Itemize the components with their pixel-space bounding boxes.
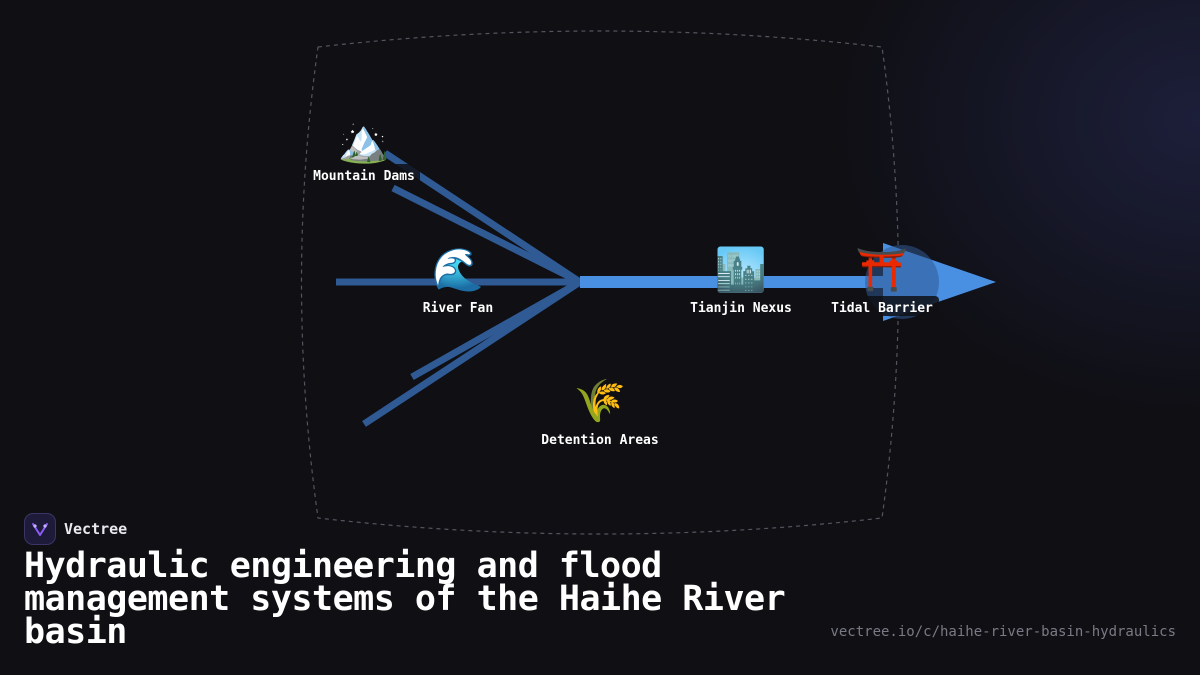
page-title: Hydraulic engineering and flood manageme… [24, 546, 786, 652]
node-label: Tianjin Nexus [690, 301, 792, 316]
label-bg [416, 296, 500, 316]
label-bg [825, 296, 939, 316]
node-label: Tidal Barrier [831, 301, 933, 316]
wave-icon: 🌊 [432, 245, 484, 294]
node-tianjin-nexus: 🏙️ Tianjin Nexus [684, 245, 798, 316]
node-label: Detention Areas [541, 433, 658, 448]
cityscape-icon: 🏙️ [715, 245, 767, 294]
main-trunk [580, 276, 890, 288]
source-url[interactable]: vectree.io/c/haihe-river-basin-hydraulic… [830, 624, 1176, 640]
brand-name: Vectree [64, 520, 128, 538]
logo-glyph [32, 523, 48, 536]
branch-detention-lower [362, 279, 582, 427]
node-label: Mountain Dams [313, 169, 415, 184]
torii-gate-icon: ⛩️ [856, 245, 908, 294]
rice-icon: 🌾 [574, 376, 626, 425]
node-tidal-barrier: ⛩️ Tidal Barrier [825, 245, 939, 316]
label-bg [684, 296, 798, 316]
node-river-fan: 🌊 River Fan [416, 245, 500, 316]
node-mountain-dams: 🏔️ Mountain Dams [308, 116, 420, 184]
vectree-logo-icon [24, 513, 56, 545]
brand: Vectree [24, 512, 127, 546]
diagram-frame [300, 30, 900, 535]
node-detention-areas: 🌾 Detention Areas [535, 376, 665, 448]
mountain-icon: 🏔️ [338, 116, 390, 165]
label-bg [535, 428, 665, 448]
branch-mountain-lower [391, 184, 582, 286]
label-bg [308, 164, 420, 184]
node-label: River Fan [423, 301, 493, 316]
